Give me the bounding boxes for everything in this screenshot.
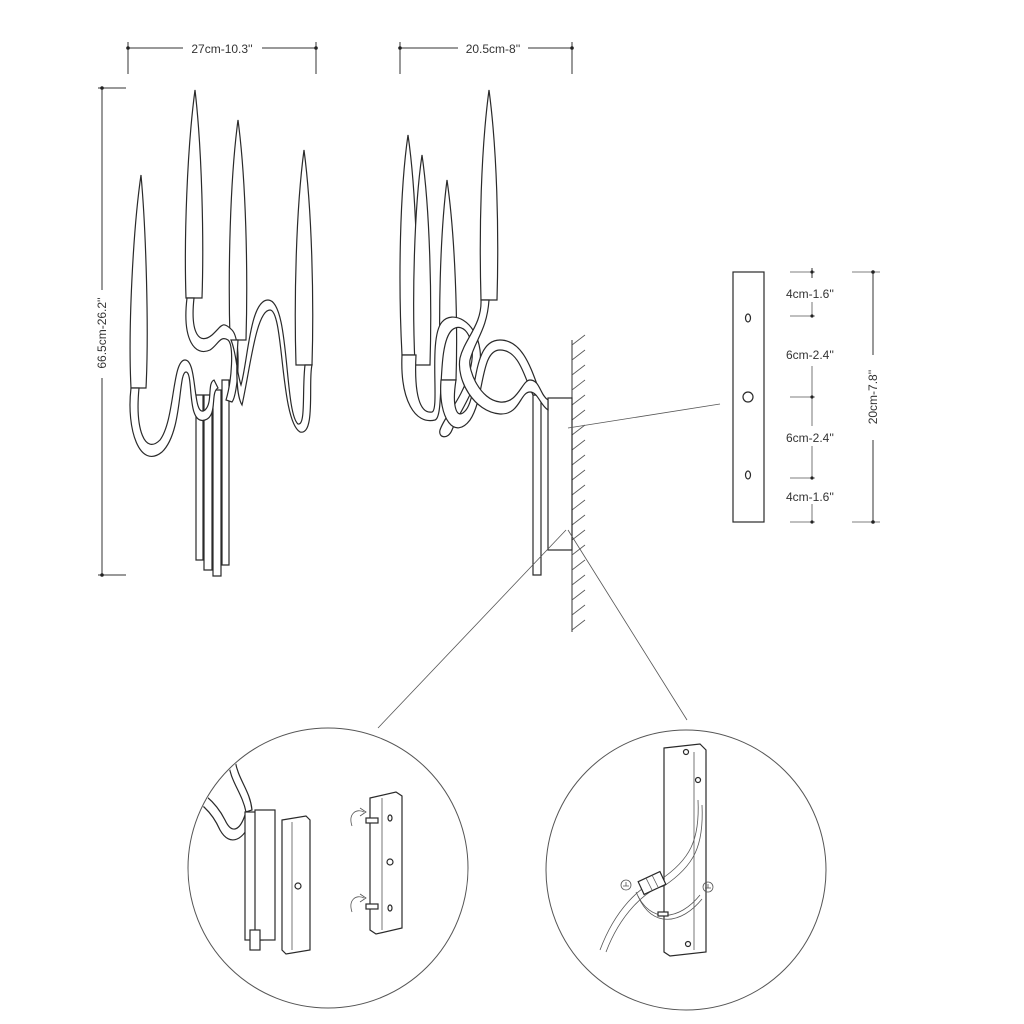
- front-view-lamp: [129, 89, 314, 577]
- plate-total-label: 20cm-7.8'': [866, 370, 880, 425]
- plate-total-dimension: 20cm-7.8'': [852, 270, 880, 524]
- front-width-label: 27cm-10.3'': [191, 42, 252, 56]
- wall-plate-detail: 4cm-1.6'' 6cm-2.4'' 6cm-2.4'' 4cm-1.6'' …: [732, 268, 880, 524]
- plate-segment-1-label: 4cm-1.6'': [786, 287, 834, 301]
- side-view-lamp: [399, 89, 586, 632]
- plate-segment-2-label: 6cm-2.4'': [786, 348, 834, 362]
- plate-segment-dimension: 4cm-1.6'' 6cm-2.4'' 6cm-2.4'' 4cm-1.6'': [786, 268, 834, 524]
- plate-leader-line: [567, 403, 721, 429]
- detail-mounting-circle: [187, 727, 469, 1009]
- plate-segment-4-label: 4cm-1.6'': [786, 490, 834, 504]
- height-dimension: 66.5cm-26.2'': [95, 86, 126, 577]
- detail-left-leader: [377, 529, 567, 729]
- height-label: 66.5cm-26.2'': [95, 297, 109, 368]
- side-depth-label: 20.5cm-8'': [466, 42, 521, 56]
- front-width-dimension: 27cm-10.3'': [126, 42, 318, 74]
- plate-segment-3-label: 6cm-2.4'': [786, 431, 834, 445]
- side-depth-dimension: 20.5cm-8'': [398, 42, 574, 74]
- detail-right-leader: [567, 529, 688, 721]
- detail-wiring-circle: [545, 729, 827, 1011]
